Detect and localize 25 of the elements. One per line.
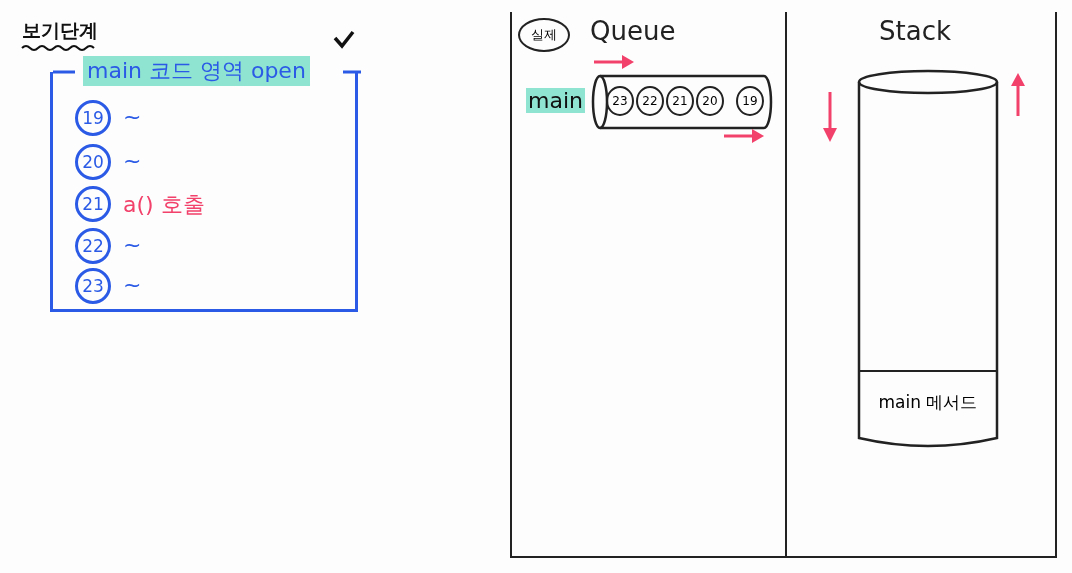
queue-item-circle: 20: [696, 86, 724, 116]
stack-panel: [785, 12, 1057, 558]
tilde-mark: ~: [123, 272, 142, 297]
tilde-mark: ~: [123, 104, 142, 129]
queue-item-circle: 19: [736, 86, 764, 116]
queue-item-circle: 22: [636, 86, 664, 116]
queue-item-circle: 23: [606, 86, 634, 116]
stack-frame: main 메서드: [859, 370, 997, 432]
line-number-circle: 23: [75, 268, 111, 304]
line-number-circle: 20: [75, 144, 111, 180]
code-area-title: main 코드 영역 open: [83, 56, 310, 86]
line-number-circle: 21: [75, 186, 111, 222]
panel-heading: Queue: [590, 16, 676, 46]
tilde-mark: ~: [123, 148, 142, 173]
stack-cylinder: [859, 70, 997, 450]
queue-cylinder: [592, 74, 772, 130]
queue-label: main: [526, 88, 585, 113]
panel-heading: Stack: [879, 16, 951, 46]
line-number-circle: 22: [75, 228, 111, 264]
tilde-mark: ~: [123, 232, 142, 257]
call-note: a() 호출: [123, 191, 205, 219]
step-heading: 보기단계: [22, 18, 98, 43]
line-number-circle: 19: [75, 100, 111, 136]
circled-tag: 실제: [518, 18, 570, 52]
queue-item-circle: 21: [666, 86, 694, 116]
